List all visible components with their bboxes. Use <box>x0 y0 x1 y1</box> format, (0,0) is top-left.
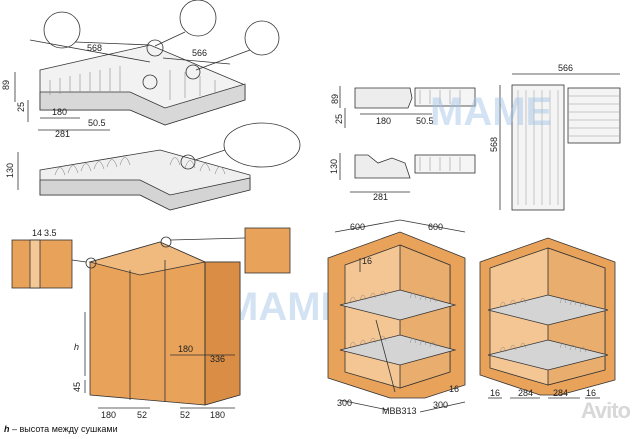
caption-h: h <box>4 424 10 434</box>
dim-130-left: 130 <box>5 163 15 178</box>
dim-25: 25 <box>16 102 26 112</box>
upper-rack-drawing <box>14 0 280 131</box>
legend-caption: h – высота между сушками <box>4 424 118 434</box>
dim-89-side: 89 <box>330 94 340 104</box>
dim-566-plan: 566 <box>558 63 573 73</box>
brand-watermark-top: МАМЕ <box>430 90 552 134</box>
dim-52-left: 52 <box>137 410 147 420</box>
dim-h: h <box>74 342 79 352</box>
dim-284-right: 284 <box>553 388 568 398</box>
dim-505-top: 50.5 <box>88 118 106 128</box>
dim-52-right: 52 <box>180 410 190 420</box>
dim-505-side: 50.5 <box>416 116 434 126</box>
dim-14: 14 <box>32 228 42 238</box>
lower-rack-drawing <box>17 122 301 211</box>
dim-284-left: 284 <box>518 388 533 398</box>
dim-130-side: 130 <box>329 159 339 174</box>
dim-16-right-a: 16 <box>490 388 500 398</box>
dim-35: 3.5 <box>44 228 57 238</box>
dim-281-top: 281 <box>55 129 70 139</box>
dim-180-inner: 180 <box>178 344 193 354</box>
dim-336: 336 <box>210 354 225 364</box>
dim-16-right-b: 16 <box>586 388 596 398</box>
avito-watermark: Avito <box>580 398 631 423</box>
open-cabinet-drawing <box>327 219 466 413</box>
dim-600-left: 600 <box>350 222 365 232</box>
dim-180-top: 180 <box>52 107 67 117</box>
side-profile-drawings <box>339 86 476 193</box>
open-cabinet-right-drawing <box>479 237 616 399</box>
dim-568-plan: 568 <box>489 137 499 152</box>
dim-16-mid: 16 <box>449 384 459 394</box>
brand-watermark-bottom: МАМЕ <box>225 285 347 329</box>
model-label: MBB313 <box>382 406 417 416</box>
dim-16-top: 16 <box>362 256 372 266</box>
dim-180-side: 180 <box>376 116 391 126</box>
dim-300-right: 300 <box>433 400 448 410</box>
dim-300-left: 300 <box>337 398 352 408</box>
plan-view-drawing <box>499 73 621 211</box>
dim-568-top: 568 <box>87 43 102 53</box>
dim-25-side: 25 <box>334 114 344 124</box>
dim-180-bottom-right: 180 <box>210 410 225 420</box>
caption-text: – высота между сушками <box>9 424 118 434</box>
dim-281-side: 281 <box>373 192 388 202</box>
dim-600-right: 600 <box>428 222 443 232</box>
corner-cabinet-drawing <box>11 227 291 409</box>
dim-89: 89 <box>1 80 11 90</box>
dim-180-bottom-left: 180 <box>101 410 116 420</box>
dim-566-top: 566 <box>192 48 207 58</box>
dim-45: 45 <box>72 382 82 392</box>
